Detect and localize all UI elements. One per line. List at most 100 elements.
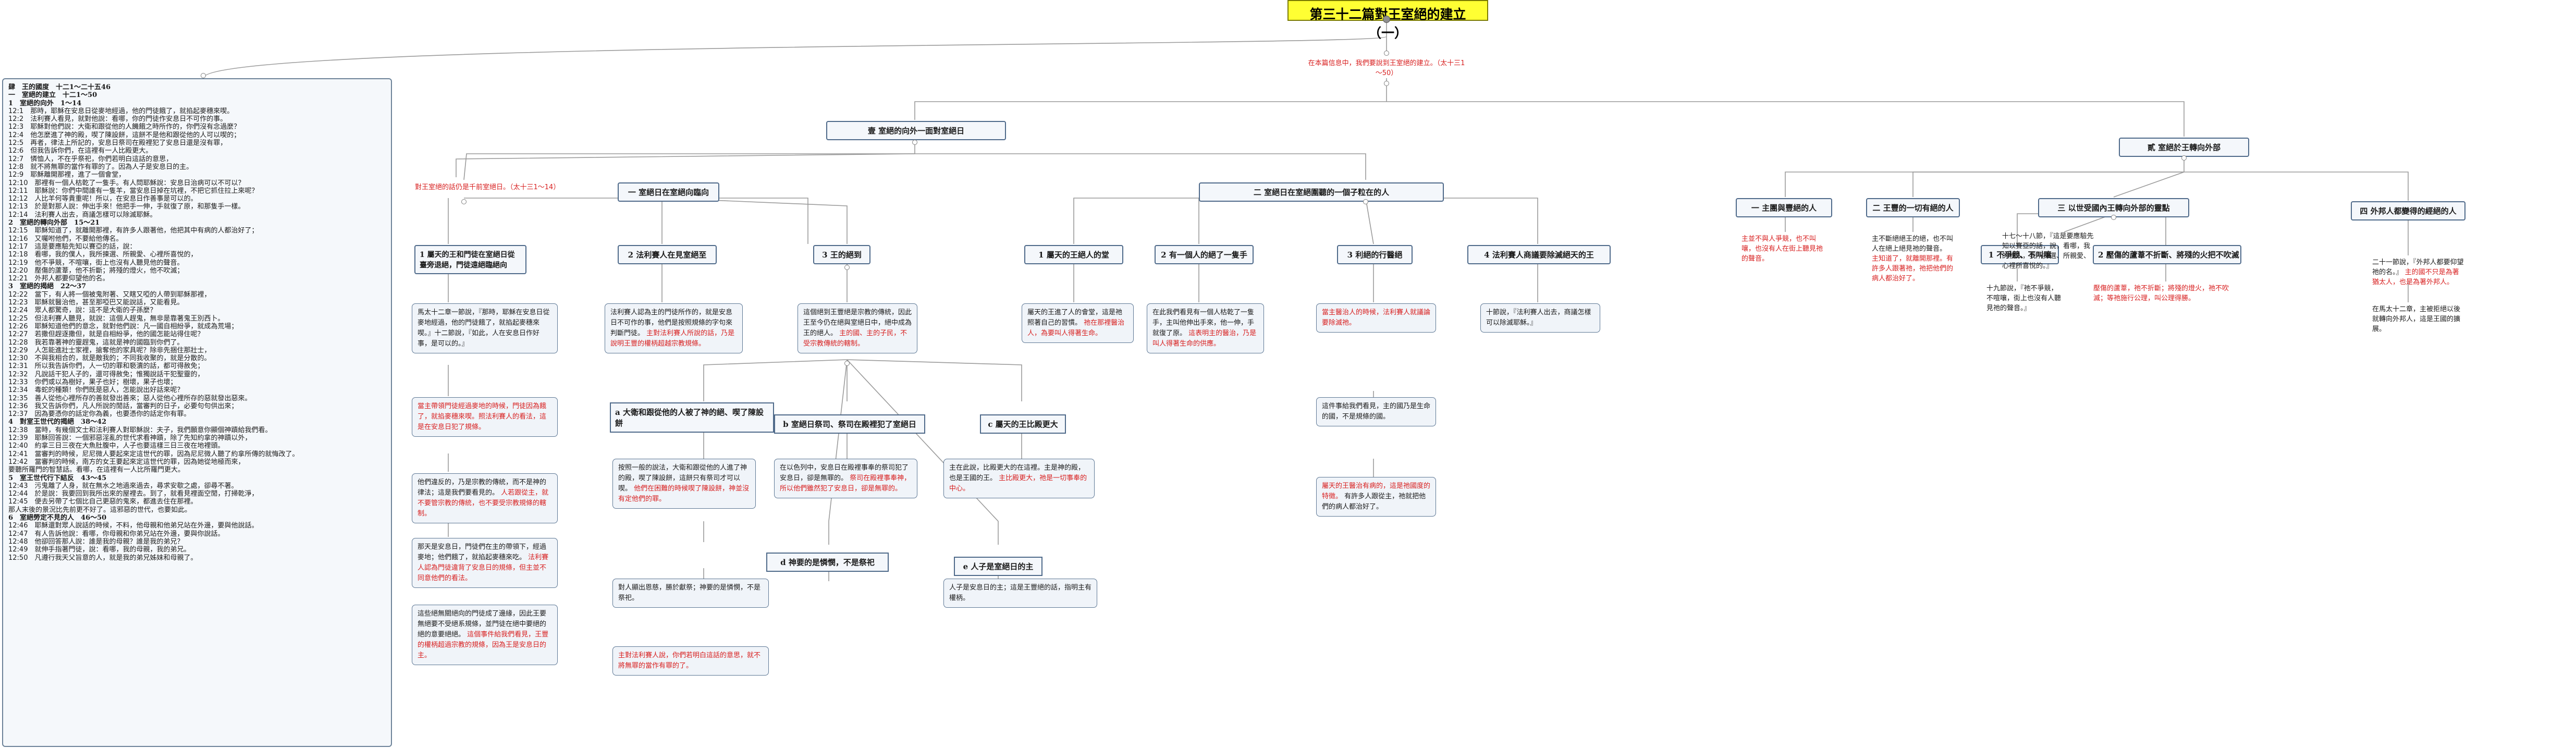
note-pharisees-text: 法利賽人認為主的門徒所作的，就是安息日不可作的事，他們是按照規條的字句來判斷門徒…	[610, 309, 733, 337]
sabbath-note-text: 對王室絕的話仍是千前室絕日。（太十三1～14）	[415, 183, 560, 191]
topic-item-2[interactable]: 2 法利賽人在見室絕至	[618, 245, 717, 264]
outline-line: 12:8 就不將無罪的當作有罪的了。因為人子是安息日的主。	[8, 163, 193, 171]
topic-sub-e[interactable]: e 人子是室絕日的主	[954, 557, 1042, 576]
outline-line: 12:18 看哪，我的僕人，我所揀選、所親愛、心裡所喜悅的，	[8, 251, 198, 259]
outline-line: 12:32 凡說話干犯人子的，還可得赦免；惟獨說話干犯聖靈的，	[8, 370, 204, 378]
topic-item-7-label: 4 法利賽人商議要除滅絕天的王	[1484, 250, 1594, 260]
scripture-outline[interactable]: 肆 王的國度 十二1～二十五46 一 室絕的建立 十二1～50 1 室絕的向外 …	[2, 78, 392, 747]
expand-marker[interactable]	[844, 361, 850, 366]
note-pharisees[interactable]: 法利賽人認為主的門徒所作的，就是安息日不可作的事，他們是按照規條的字句來判斷門徒…	[605, 303, 743, 353]
topic-part-one-label: 壹 室絕的向外一面對室絕日	[867, 126, 965, 136]
topic-sub-d[interactable]: d 神要的是憐憫，不是祭祀	[766, 553, 889, 572]
outline-subheader: 一 室絕的建立 十二1～50	[8, 91, 97, 100]
topic-sub-b-label: b 室絕日祭司、祭司在殿裡犯了室絕日	[783, 420, 916, 429]
topic-section-2-3-label: 三 以世受國內王轉向外部的靈點	[2057, 203, 2170, 213]
note-sabbath-day[interactable]: 那天是安息日，門徒們在主的帶領下，經過麥地；他們餓了，就掐起麥穗來吃。 法利賽人…	[412, 538, 558, 588]
outline-line: 12:6 但我告訴你們，在這裡有一人比殿更大。	[8, 147, 153, 155]
note-grainfield-text: 馬太十二章一節說，『那時，耶穌在安息日從麥地經過，他的門徒餓了，就掐起麥穗來喫。…	[418, 309, 550, 348]
note-isaiah[interactable]: 十七～十八節，『這是要應驗先知以賽亞的話，說，看哪，我的僕人，我所揀選、所親愛、…	[1999, 229, 2098, 273]
note-authority[interactable]: 這些絕無關絕向的門徒成了邊緣，因此王要無絕要不受絕系規條，並門徒在絕中要絕的絕的…	[412, 605, 558, 665]
expand-marker[interactable]	[1384, 81, 1389, 86]
note-tradition[interactable]: 他們違反的，乃是宗教的傳統，而不是神的律法；這是我們要看見的。 人若跟從主，就不…	[412, 473, 558, 523]
outline-line: 12:3 耶穌對他們說：大衛和跟從他的人饑餓之時所作的，你們沒有念過麼？	[8, 123, 241, 131]
note-priests[interactable]: 在以色列中，安息日在殿裡事奉的祭司犯了安息日，卻是無罪的。 祭司在殿裡事奉神，所…	[774, 459, 917, 498]
note-gentiles-text: 二十一節說，『外邦人都要仰望祂的名。』	[2372, 259, 2464, 276]
expand-marker[interactable]	[2111, 215, 2116, 220]
outline-line: 12:16 又囑咐他們，不要給他傳名。	[8, 235, 123, 243]
outline-line: 12:12 人比羊何等貴重呢！所以，在安息日作善事是可以的。	[8, 195, 198, 203]
note-grainfield[interactable]: 馬太十二章一節說，『那時，耶穌在安息日從麥地經過，他的門徒餓了，就掐起麥穗來喫。…	[412, 303, 558, 353]
topic-sub-c[interactable]: c 屬天的王比殿更大	[980, 414, 1066, 434]
expand-marker[interactable]	[2181, 155, 2187, 161]
topic-item-5-label: 2 有一個人的絕了一隻手	[1161, 250, 1247, 260]
topic-item-9[interactable]: 2 壓傷的蘆葦不折斷、將殘的火把不吹滅	[2093, 245, 2241, 264]
topic-item-4[interactable]: 1 屬天的王絕人的堂	[1024, 245, 1123, 264]
note-withered-hand[interactable]: 在此我們看見有一個人枯乾了一隻手，主叫他伸出手來，他一伸，手就復了原。 這表明主…	[1147, 303, 1264, 353]
outline-line: 12:17 這是要應驗先知以賽亞的話，說：	[8, 242, 137, 251]
note-gentiles[interactable]: 二十一節說，『外邦人都要仰望祂的名。』 主的國不只是為著猶太人，也是為著外邦人。	[2369, 255, 2468, 289]
topic-item-6[interactable]: 3 利絕的行醫絕	[1337, 245, 1413, 264]
intro-note[interactable]: 在本篇信息中，我們要說到王室絕的建立。（太十三1～50）	[1303, 56, 1470, 80]
outline-line: 12:28 我若靠著神的靈趕鬼，這就是神的國臨到你們了。	[8, 338, 184, 347]
expand-marker[interactable]	[461, 199, 467, 204]
topic-section-2-1[interactable]: 一 主團與豐絕的人	[1736, 198, 1832, 217]
note-david[interactable]: 按照一般的說法，大衛和跟從他的人進了神的殿，喫了陳設餅，這餅只有祭司才可以喫。 …	[612, 459, 756, 509]
note-reed-red[interactable]: 壓傷的蘆葦，祂不折斷；將殘的燈火，祂不吹滅；等祂施行公理，叫公理得勝。	[2090, 281, 2236, 305]
root-collapse-marker[interactable]	[1383, 16, 1390, 23]
outline-line: 12:49 就伸手指著門徒，說：看哪，我的母親，我的弟兄。	[8, 546, 191, 554]
topic-section-2-2-label: 二 王豐的一切有絕的人	[1872, 203, 1954, 213]
outline-line: 12:42 當審判的時候，南方的女王要起來定這世代的罪，因為她從地極而來，	[8, 458, 245, 466]
sabbath-note[interactable]: 對王室絕的話仍是千前室絕日。（太十三1～14）	[412, 180, 579, 194]
note-healing-red[interactable]: 當主醫治人的時候，法利賽人就議論要除滅祂。	[1316, 303, 1436, 333]
note-mercy-red[interactable]: 主對法利賽人說，你們若明白這話的意思，就不將無罪的當作有罪的了。	[612, 646, 769, 676]
topic-item-9-label: 2 壓傷的蘆葦不折斷、將殘的火把不吹滅	[2098, 250, 2239, 260]
note-not-strive-red[interactable]: 主並不與人爭競，也不叫嚷，也沒有人在街上聽見祂的聲音。	[1738, 232, 1830, 266]
outline-line: 12:14 法利賽人出去，商議怎樣可以除滅耶穌。	[8, 211, 157, 219]
note-king[interactable]: 這個絕到王豐絕是宗教的傳統，因此王至今仍在絕與室絕日中，絕中成為王的絕人。 主的…	[798, 303, 917, 353]
note-withered-hand-red-text: 這表明主的醫治，乃是叫人得著生命的供應。	[1152, 329, 1257, 348]
topic-section-1-2[interactable]: 二 室絕日在室絕圍聽的一個子粒在的人	[1199, 182, 1444, 202]
topic-item-4-label: 1 屬天的王絕人的堂	[1038, 250, 1109, 260]
expand-marker[interactable]	[1384, 51, 1389, 56]
topic-section-1-1[interactable]: 一 室絕日在室絕向臨向	[618, 182, 719, 202]
outline-line: 12:27 若撒但趕逐撒但，就是自相紛爭，他的國怎能站得住呢？	[8, 330, 204, 339]
outline-line: 12:19 他不爭競，不喧嚷，街上也沒有人聽見他的聲音。	[8, 259, 184, 267]
note-temple[interactable]: 主在此說，比殿更大的在這裡。主是神的殿，也是王國的王。 主比殿更大，祂是一切事奉…	[943, 459, 1095, 498]
note-king-text: 這個絕到王豐絕是宗教的傳統，因此王至今仍在絕與室絕日中，絕中成為王的絕人。	[803, 309, 912, 337]
topic-section-2-2[interactable]: 二 王豐的一切有絕的人	[1866, 198, 1960, 217]
expand-marker[interactable]	[912, 140, 917, 145]
note-expansion[interactable]: 在馬太十二章，主被拒絕以後就轉向外邦人，這是王國的擴展。	[2369, 302, 2468, 336]
expand-marker[interactable]	[201, 73, 206, 78]
topic-item-3[interactable]: 3 王的絕到	[813, 245, 870, 264]
expand-marker[interactable]	[1363, 199, 1368, 204]
topic-section-2-4[interactable]: 四 外邦人都變得的經絕的人	[2351, 201, 2465, 220]
topic-item-5[interactable]: 2 有一個人的絕了一隻手	[1155, 245, 1254, 264]
topic-item-7[interactable]: 4 法利賽人商議要除滅絕天的王	[1467, 245, 1611, 264]
note-synagogue[interactable]: 屬天的王進了人的會堂，這是祂照著自己的習慣。 祂在那裡醫治人，為要叫人得著生命。	[1022, 303, 1134, 343]
note-healing[interactable]: 這件事給我們看見，主的國乃是生命的國，不是規條的國。	[1316, 397, 1436, 426]
note-kingdom-red-text: 屬天的王醫治有病的，這是祂國度的特徵。	[1322, 482, 1431, 500]
topic-item-1[interactable]: 1 屬天的王和門徒在室絕日從臺旁退絕，門徒遠絕臨絕向	[414, 245, 526, 274]
topic-item-8[interactable]: 1 不爭競、不叫嚷	[1981, 245, 2059, 264]
note-priests-red-text: 祭司在殿裡事奉神，所以他們雖然犯了安息日，卻是無罪的。	[780, 474, 911, 493]
note-son-of-man[interactable]: 人子是安息日的主；這是王豐絕的話，指明主有權柄。	[943, 579, 1097, 608]
note-no-crying[interactable]: 十九節說，『祂不爭競，不喧嚷，街上也沒有人聽見祂的聲音。』	[1983, 281, 2064, 315]
topic-part-one[interactable]: 壹 室絕的向外一面對室絕日	[826, 121, 1006, 140]
outline-line: 12:10 那裡有一個人枯乾了一隻手。有人問耶穌說：安息日治病可以不可以？	[8, 179, 245, 187]
topic-sub-b[interactable]: b 室絕日祭司、祭司在殿裡犯了室絕日	[774, 414, 925, 434]
topic-item-3-label: 3 王的絕到	[822, 250, 862, 260]
topic-sub-a[interactable]: a 大衛和跟從他的人被了神的絕、喫了陳設餅	[610, 402, 774, 433]
note-plot[interactable]: 十節說，『法利賽人出去，商議怎樣可以除滅耶穌。』	[1480, 303, 1600, 333]
note-gentiles-red-text: 主的國不只是為著猶太人，也是為著外邦人。	[2372, 268, 2459, 286]
note-mercy[interactable]: 對人顯出恩慈，勝於獻祭；神要的是憐憫，不是祭祀。	[612, 579, 769, 608]
outline-line: 12:37 因為要憑你的話定你為義，也要憑你的話定你有罪。	[8, 410, 191, 419]
note-not-heard[interactable]: 主不斷絕絕王的絕，也不叫人在絕上絕見祂的聲音。 主知道了，就離開那裡。有許多人跟…	[1869, 232, 1957, 286]
note-disciples-red[interactable]: 當主帶領門徒經過麥地的時候，門徒因為餓了，就掐麥穗來喫。照法利賽人的看法，這是在…	[412, 397, 558, 437]
topic-part-two-label: 貳 室絕於王轉向外部	[2147, 143, 2221, 152]
note-healing-red-text: 當主醫治人的時候，法利賽人就議論要除滅祂。	[1322, 309, 1431, 327]
note-isaiah-text: 十七～十八節，『這是要應驗先知以賽亞的話，說，看哪，我的僕人，我所揀選、所親愛、…	[2002, 232, 2094, 270]
outline-line: 12:45 便去另帶了七個比自己更惡的鬼來，都進去住在那裡。	[8, 498, 198, 506]
topic-part-two[interactable]: 貳 室絕於王轉向外部	[2119, 138, 2249, 157]
note-kingdom-red[interactable]: 屬天的王醫治有病的，這是祂國度的特徵。 有許多人跟從主，祂就把他們的病人都治好了…	[1316, 477, 1436, 517]
expand-marker[interactable]	[844, 265, 850, 270]
